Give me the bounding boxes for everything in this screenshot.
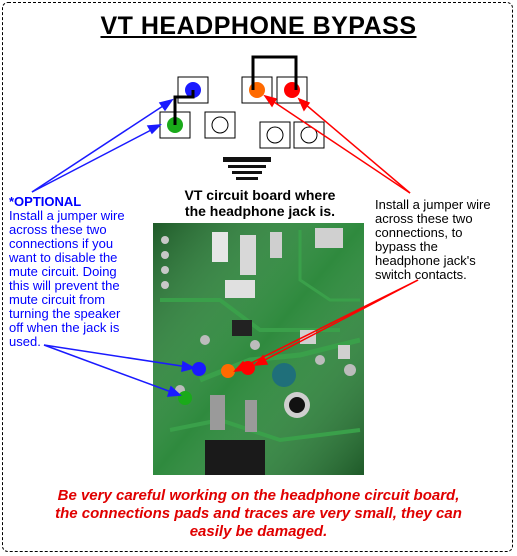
optional-note: *OPTIONAL Install a jumper wire across t… <box>9 195 129 349</box>
bypass-note-line: across these two <box>375 211 473 226</box>
optional-note-line: this will prevent the <box>9 278 120 293</box>
pad-empty-dot-3 <box>300 126 318 144</box>
pad-orange-dot <box>249 82 265 98</box>
optional-note-line: used. <box>9 334 41 349</box>
page-title: VT HEADPHONE BYPASS <box>100 12 417 40</box>
pad-schematic <box>159 55 325 180</box>
bypass-note-line: bypass the <box>375 239 438 254</box>
board-caption: VT circuit board where the headphone jac… <box>160 187 360 219</box>
page-border <box>2 2 513 552</box>
jumper-wire-optional <box>173 90 195 125</box>
board-caption-line-1: VT circuit board where <box>184 187 336 203</box>
board-dot-orange <box>221 364 235 378</box>
jumper-wire-bypass <box>251 55 298 90</box>
optional-note-line: mute circuit. Doing <box>9 264 117 279</box>
bypass-note: Install a jumper wire across these two c… <box>375 198 510 282</box>
optional-note-line: connections if you <box>9 236 114 251</box>
warning-line: the connections pads and traces are very… <box>55 505 462 522</box>
warning-line: Be very careful working on the headphone… <box>57 487 460 504</box>
optional-note-line: want to disable the <box>9 250 118 265</box>
optional-note-line: Install a jumper wire <box>9 208 125 223</box>
bypass-note-line: switch contacts. <box>375 267 467 282</box>
warning-line: easily be damaged. <box>189 523 328 540</box>
bypass-arrows <box>233 94 419 372</box>
pad-red-dot <box>284 82 300 98</box>
optional-note-line: across these two <box>9 222 107 237</box>
pad-empty-dot-1 <box>211 116 229 134</box>
optional-note-line: mute circuit from <box>9 292 106 307</box>
optional-arrows <box>31 98 197 397</box>
circuit-board-photo <box>153 223 364 475</box>
board-dot-green <box>178 391 192 405</box>
bypass-note-line: connections, to <box>375 225 463 240</box>
headphone-jack-symbol <box>223 157 271 180</box>
pad-empty-dot-2 <box>266 126 284 144</box>
bypass-note-line: headphone jack's <box>375 253 476 268</box>
optional-note-header: *OPTIONAL <box>9 194 82 209</box>
warning-text: Be very careful working on the headphone… <box>10 487 507 541</box>
bypass-note-line: Install a jumper wire <box>375 197 491 212</box>
optional-note-line: off when the jack is <box>9 320 120 335</box>
optional-note-line: turning the speaker <box>9 306 121 321</box>
board-dot-blue <box>192 362 206 376</box>
board-caption-line-2: the headphone jack is. <box>184 203 336 219</box>
